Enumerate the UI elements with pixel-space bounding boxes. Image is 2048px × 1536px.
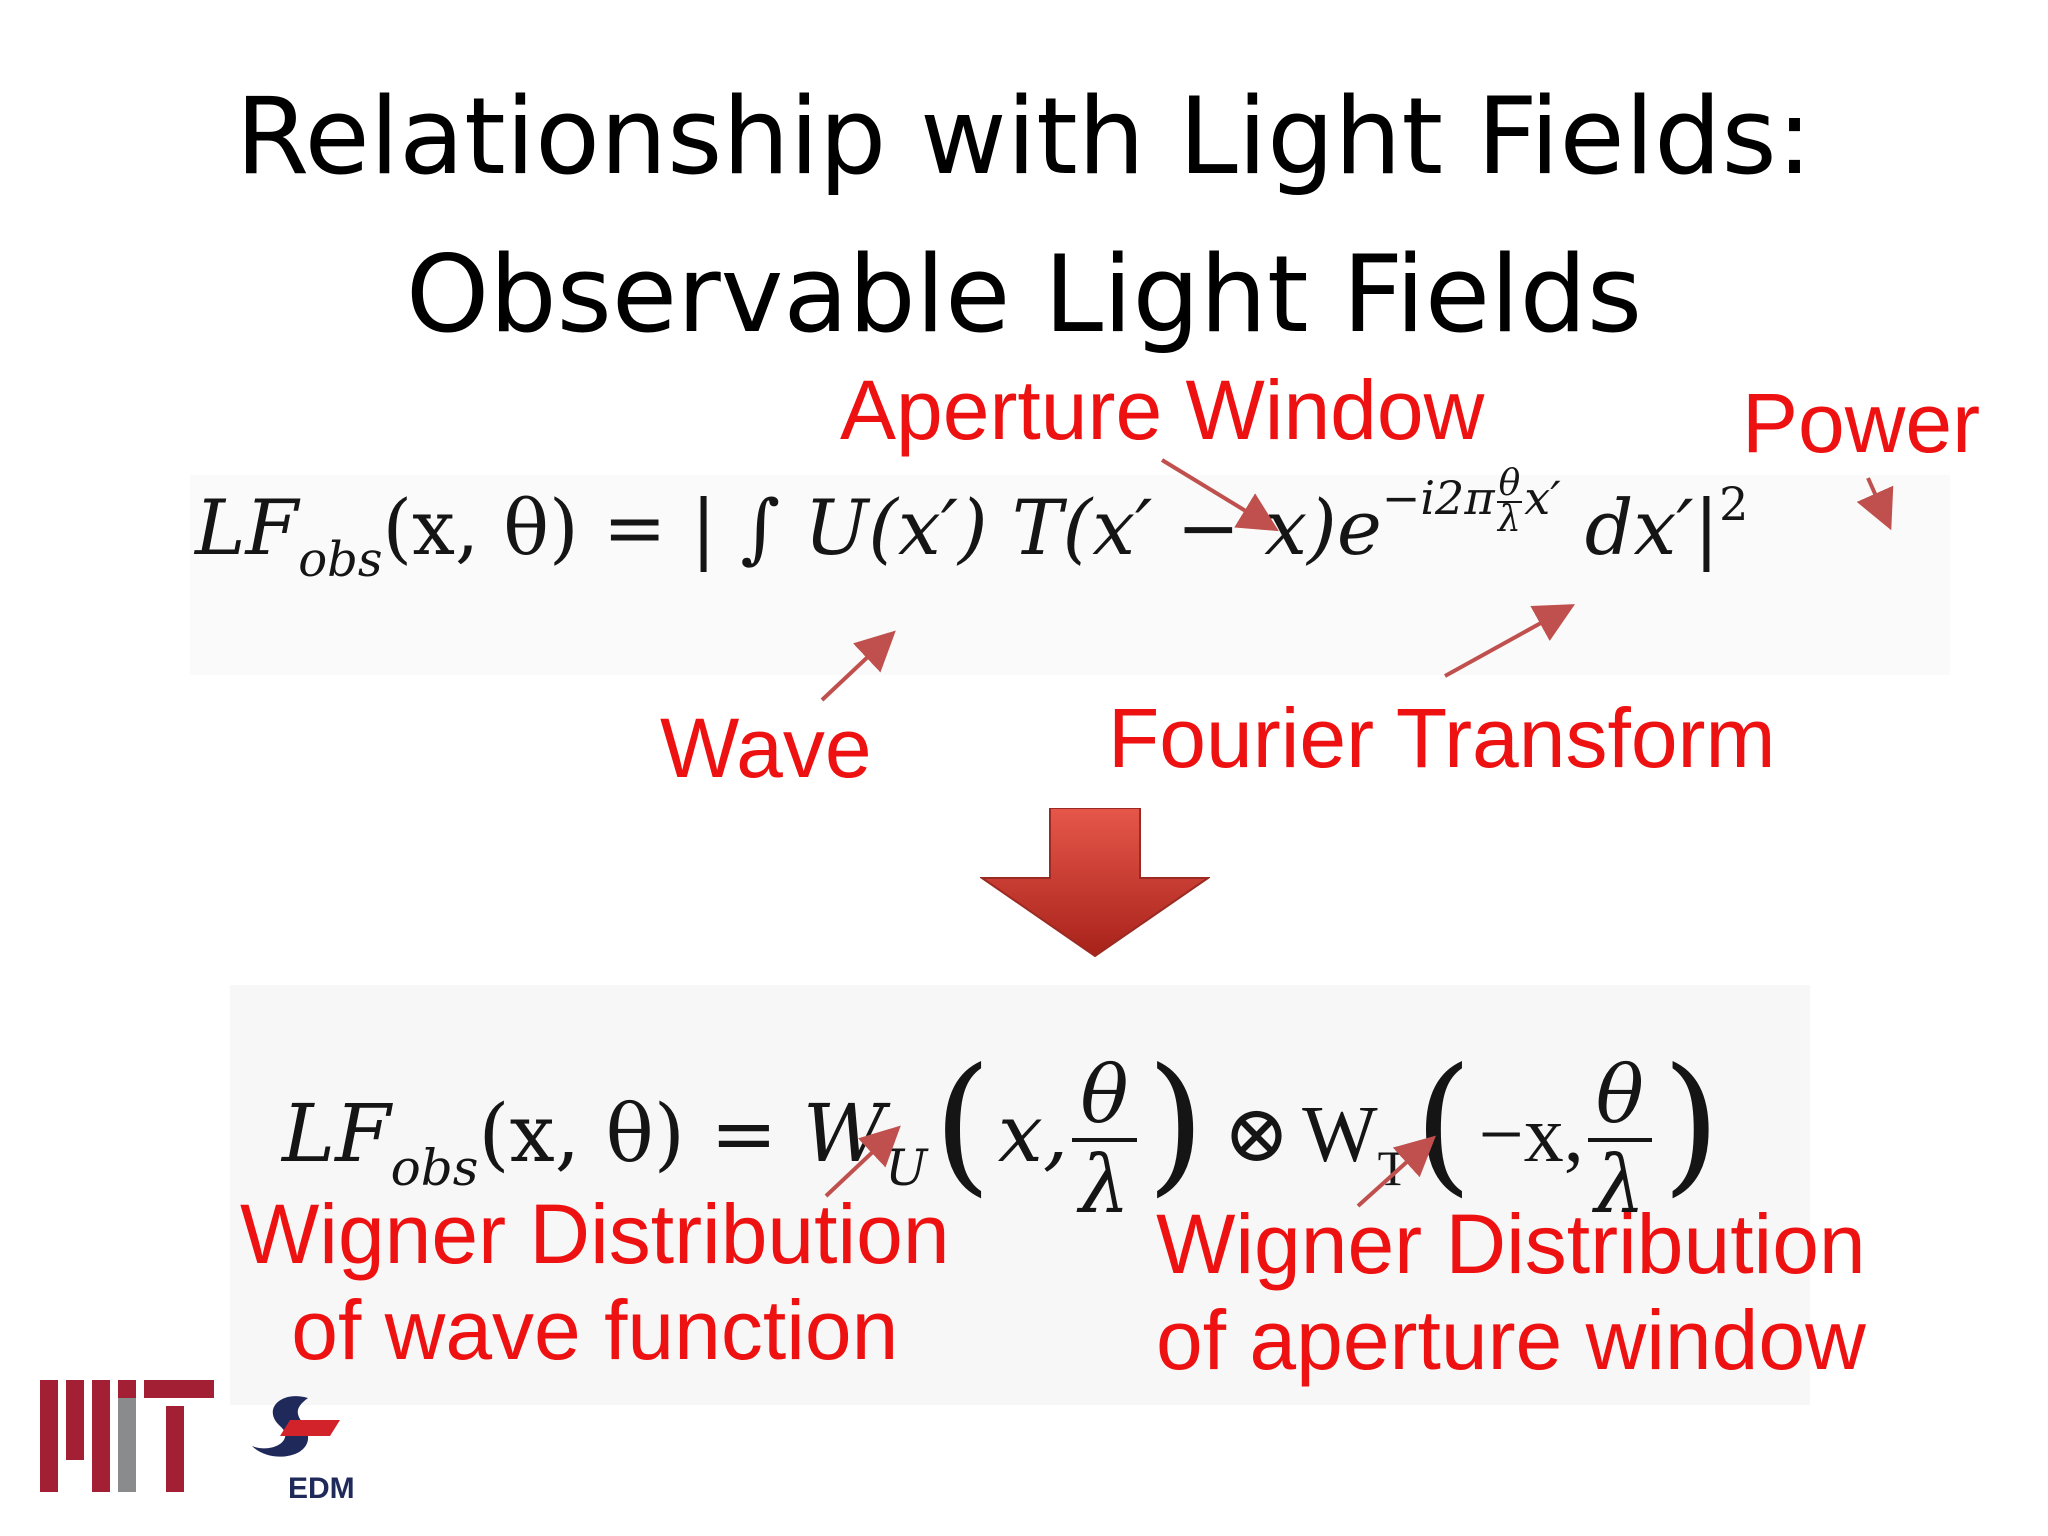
eq1-integrand: U(x′) T(x′ − x)e [804,483,1382,572]
eq1-exponent-post: x′ [1524,471,1561,525]
eq2-numerator-1: θ [1072,1052,1137,1142]
eq1-lhs: LF [195,483,299,572]
eq2-paren-open-1: ( [933,1037,992,1211]
eq2-numerator-2: θ [1587,1052,1652,1142]
label-wigner-wave-line2: of wave function [291,1283,899,1377]
eq2-denominator-2: λ [1594,1138,1646,1231]
eq1-differential: dx′| [1560,483,1720,572]
eq1-exponent-numerator: θ [1496,463,1523,504]
edm-logo-text: EDM [288,1472,355,1505]
slide-title: Relationship with Light Fields: Observab… [0,58,2048,374]
eq1-exponent-pre: −i2π [1381,471,1495,525]
equation2-background [230,985,1810,1405]
eq1-exponent-denominator: λ [1497,499,1521,540]
eq2-lhs-subscript: obs [390,1139,479,1197]
eq2-arg-2: −x, [1478,1091,1584,1179]
eq1-power: 2 [1719,477,1749,531]
eq2-wigner-u: W [802,1087,886,1180]
eq2-paren-close-2: ) [1661,1037,1721,1211]
down-arrow-icon [980,808,1210,958]
eq2-wigner-t-subscript: T [1377,1140,1409,1196]
label-wigner-aperture-line2: of aperture window [1156,1293,1866,1387]
eq2-paren-close-1: ) [1146,1037,1206,1211]
eq2-otimes: ⊗ [1223,1087,1291,1180]
label-wigner-aperture-line1: Wigner Distribution [1156,1197,1866,1291]
eq2-wigner-t: W [1302,1091,1378,1179]
title-line-1: Relationship with Light Fields: [235,75,1813,198]
label-power: Power [1742,376,1981,470]
eq1-lhs-args: (x, θ) = | ∫ [382,483,805,572]
label-wigner-wave-line1: Wigner Distribution [240,1187,950,1281]
eq2-arg-1: x, [997,1087,1069,1180]
equation1-background [190,475,1950,675]
title-line-2: Observable Light Fields [405,233,1643,356]
label-wigner-wave: Wigner Distribution of wave function [240,1186,950,1378]
eq1-lhs-subscript: obs [298,532,383,588]
eq2-paren-open-2: ( [1414,1037,1473,1211]
label-wave: Wave [660,701,872,795]
label-aperture-window: Aperture Window [840,363,1485,457]
eq2-lhs-args: (x, θ) = [478,1087,803,1180]
label-fourier-transform: Fourier Transform [1108,691,1776,785]
label-wigner-aperture: Wigner Distribution of aperture window [1156,1196,1866,1388]
eq2-denominator-1: λ [1079,1138,1130,1231]
mit-edm-logo [40,1380,340,1492]
eq2-lhs: LF [282,1087,391,1180]
